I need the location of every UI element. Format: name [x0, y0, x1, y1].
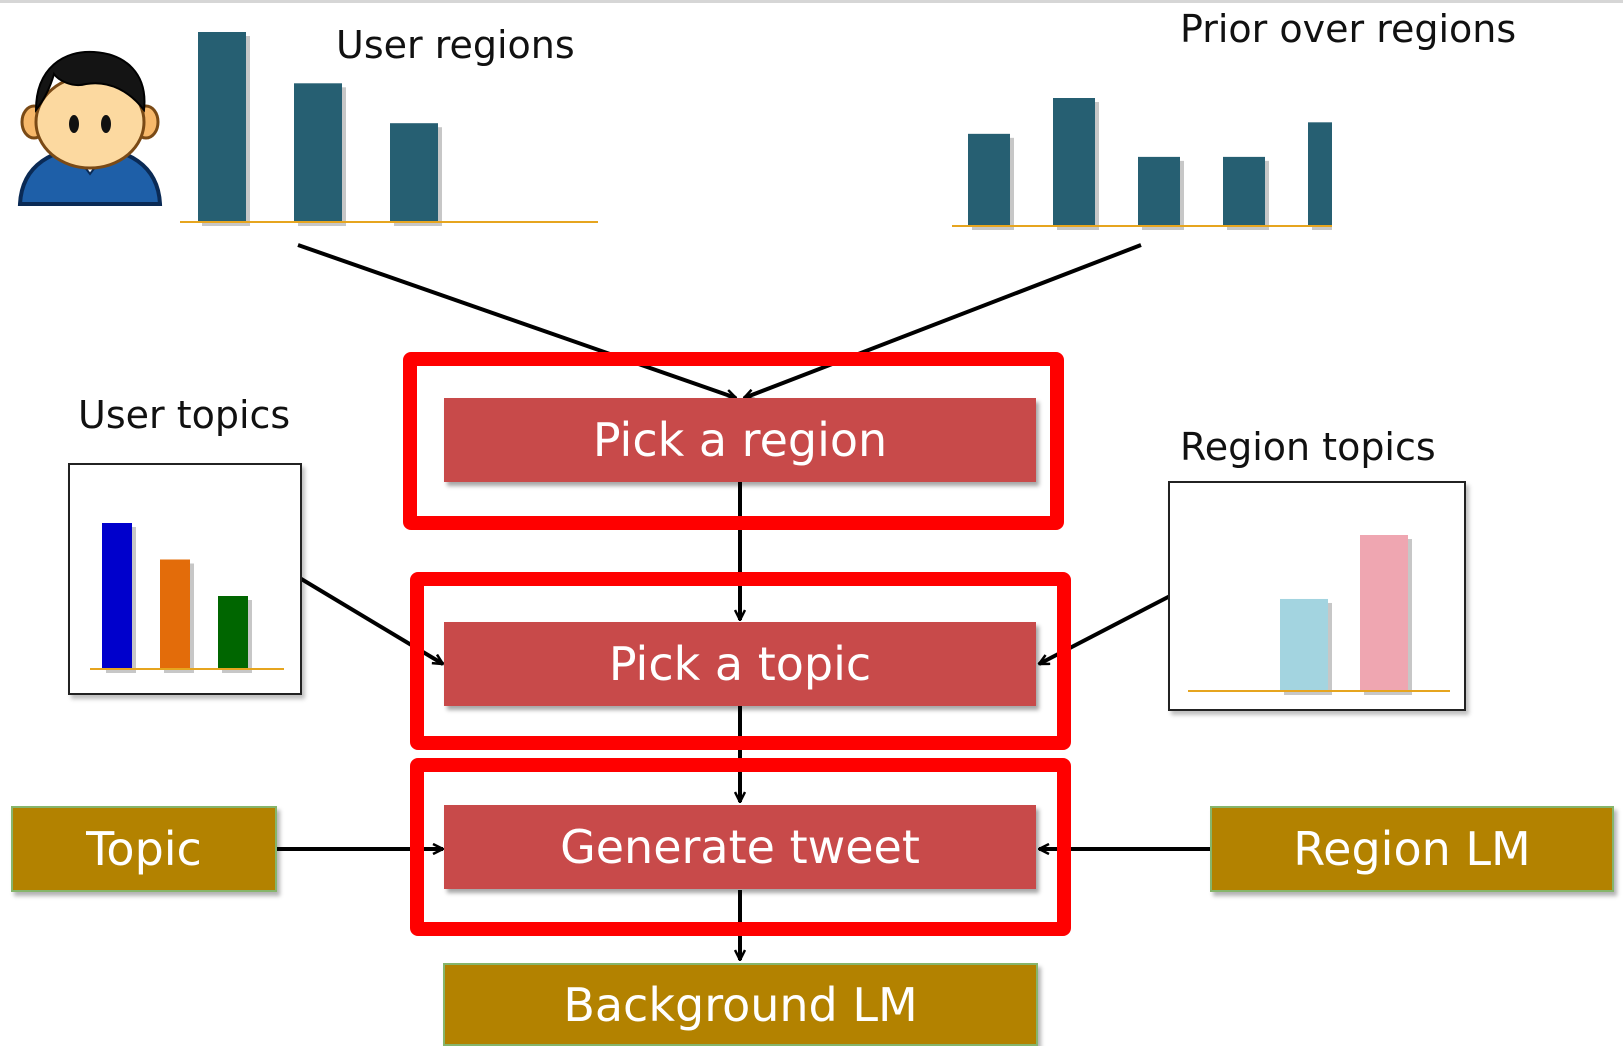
pick-region-box: Pick a region [444, 398, 1036, 482]
region-topics-bar-1 [1280, 598, 1328, 691]
region-topics-chart [1188, 535, 1450, 695]
prior-over-regions-bar-1 [968, 133, 1010, 226]
generate-tweet-highlight [410, 758, 1071, 936]
generate-tweet-box: Generate tweet [444, 805, 1036, 889]
user-topics-label: User topics [78, 393, 291, 437]
prior-over-regions-chart [952, 98, 1332, 230]
user-regions-bar-1 [198, 32, 246, 222]
pick-topic-box: Pick a topic [444, 622, 1036, 706]
region-lm-box: Region LM [1210, 806, 1614, 892]
prior-over-regions-bar-2 [1053, 98, 1095, 226]
user-topics-bar-2 [160, 559, 190, 669]
prior-over-regions-bar-5 [1308, 122, 1332, 226]
prior-over-regions-label: Prior over regions [1180, 7, 1517, 51]
arrow-prior-to-pick-region [744, 243, 1142, 398]
user-topics-frame [68, 463, 302, 695]
user-topics-bar-1 [102, 523, 132, 669]
user-topics-chart [90, 523, 284, 673]
user-regions-chart [180, 32, 598, 226]
pick-region-highlight [403, 352, 1064, 530]
user-avatar-icon [17, 50, 163, 206]
user-regions-label: User regions [336, 23, 575, 67]
prior-over-regions-bar-3 [1138, 156, 1180, 226]
topic-box: Topic [11, 806, 277, 892]
user-topics-bar-3 [218, 596, 248, 669]
background-lm-box: Background LM [443, 963, 1038, 1046]
user-regions-bar-3 [390, 123, 438, 222]
pick-topic-highlight [410, 572, 1071, 750]
arrow-user-regions-to-pick-region [297, 243, 736, 398]
region-topics-frame [1168, 481, 1466, 711]
prior-over-regions-bar-4 [1223, 156, 1265, 226]
region-topics-label: Region topics [1180, 425, 1436, 469]
user-regions-bar-2 [294, 83, 342, 222]
top-divider [0, 0, 1623, 3]
region-topics-bar-2 [1360, 535, 1408, 691]
